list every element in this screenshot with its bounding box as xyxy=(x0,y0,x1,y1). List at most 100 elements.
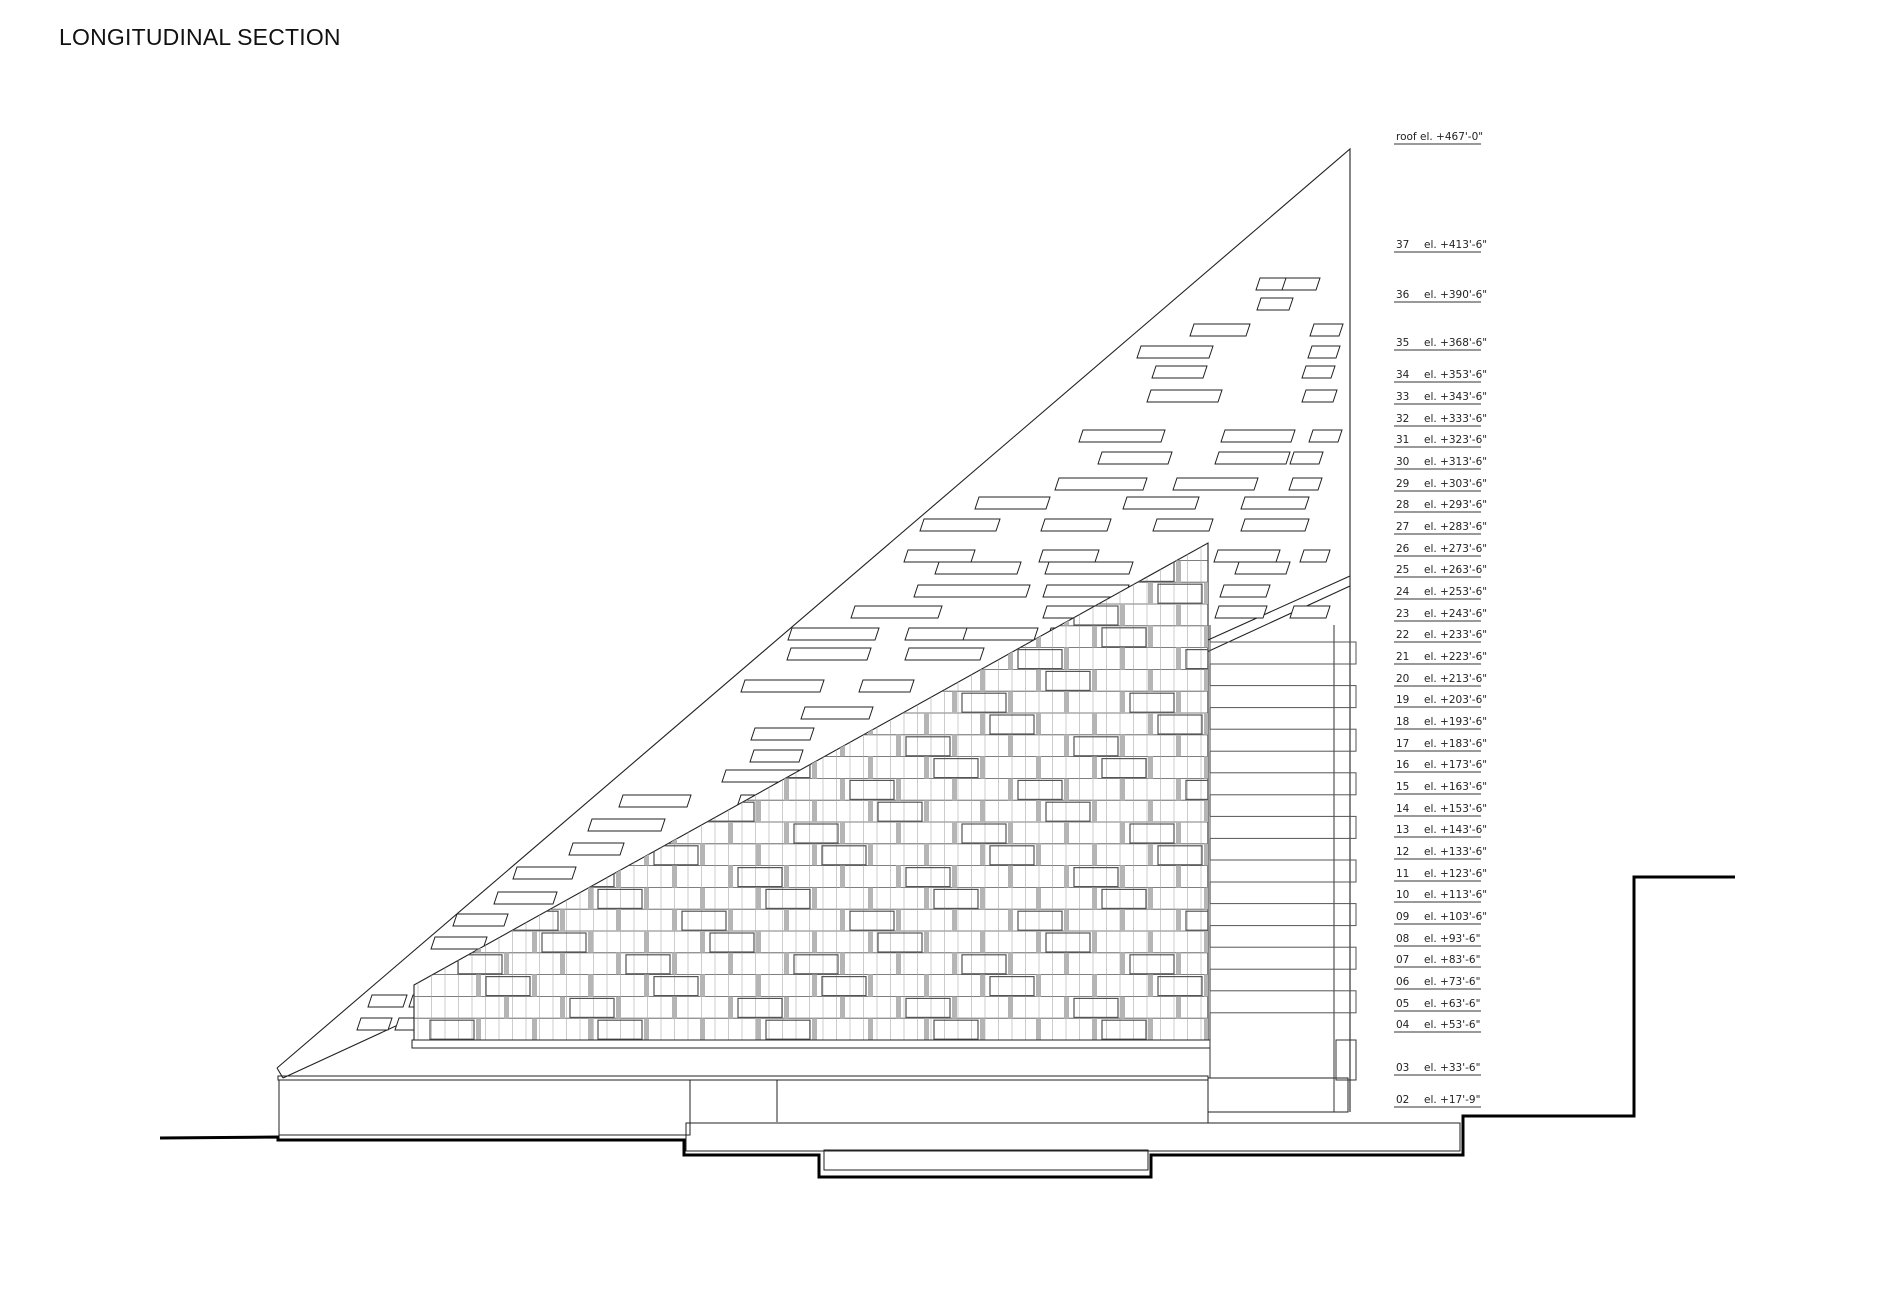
level-elevation: el. +343'-6" xyxy=(1424,391,1487,403)
level-label: 36 el. +390'-6" xyxy=(1394,289,1487,303)
level-number: 36 xyxy=(1396,289,1410,301)
level-elevation: el. +368'-6" xyxy=(1424,337,1487,349)
level-elevation: el. +263'-6" xyxy=(1424,564,1487,576)
level-elevation: el. +183'-6" xyxy=(1424,738,1487,750)
level-label: 33 el. +343'-6" xyxy=(1394,391,1487,405)
level-number: 20 xyxy=(1396,673,1409,685)
drawing-title: LONGITUDINAL SECTION xyxy=(59,24,341,50)
level-number: 23 xyxy=(1396,608,1409,620)
level-label: 03 el. +33'-6" xyxy=(1394,1062,1481,1076)
level-label: 21 el. +223'-6" xyxy=(1394,651,1487,665)
level-elevation: el. +203'-6" xyxy=(1424,694,1487,706)
level-number: 29 xyxy=(1396,478,1409,490)
level-number: 30 xyxy=(1396,456,1409,468)
level-elevation: el. +17'-9" xyxy=(1424,1094,1480,1106)
floor-slabs xyxy=(1209,625,1357,1112)
level-label: 22 el. +233'-6" xyxy=(1394,629,1487,643)
level-number: 22 xyxy=(1396,629,1409,641)
level-elevation: el. +323'-6" xyxy=(1424,434,1487,446)
level-elevation: el. +213'-6" xyxy=(1424,673,1487,685)
level-number: 25 xyxy=(1396,564,1409,576)
level-number: 24 xyxy=(1396,586,1410,598)
level-elevation: el. +303'-6" xyxy=(1424,478,1487,490)
level-elevation: el. +223'-6" xyxy=(1424,651,1487,663)
level-number: 06 xyxy=(1396,976,1410,988)
level-elevation: el. +243'-6" xyxy=(1424,608,1487,620)
level-label: 35 el. +368'-6" xyxy=(1394,337,1487,351)
level-number: 35 xyxy=(1396,337,1409,349)
level-number: 09 xyxy=(1396,911,1409,923)
level-label: 34 el. +353'-6" xyxy=(1394,369,1487,383)
level-number: 31 xyxy=(1396,434,1409,446)
level-number: 33 xyxy=(1396,391,1409,403)
level-label: 10 el. +113'-6" xyxy=(1394,889,1487,903)
level-number: 28 xyxy=(1396,499,1409,511)
level-elevation: el. +283'-6" xyxy=(1424,521,1487,533)
facade xyxy=(411,542,1211,1049)
level-elevation: el. +333'-6" xyxy=(1424,413,1487,425)
level-number: 21 xyxy=(1396,651,1409,663)
level-label: 20 el. +213'-6" xyxy=(1394,673,1487,687)
level-number: 10 xyxy=(1396,889,1409,901)
level-number: 32 xyxy=(1396,413,1409,425)
level-number: 19 xyxy=(1396,694,1409,706)
level-number: 11 xyxy=(1396,868,1409,880)
level-number: 27 xyxy=(1396,521,1409,533)
level-elevation: el. +33'-6" xyxy=(1424,1062,1480,1074)
level-elevation: el. +390'-6" xyxy=(1424,289,1487,301)
level-label: 25 el. +263'-6" xyxy=(1394,564,1487,578)
level-label: 02 el. +17'-9" xyxy=(1394,1094,1481,1108)
level-number: 34 xyxy=(1396,369,1410,381)
level-label: 29 el. +303'-6" xyxy=(1394,478,1487,492)
level-elevation: el. +153'-6" xyxy=(1424,803,1487,815)
level-elevation: el. +163'-6" xyxy=(1424,781,1487,793)
level-label: 08 el. +93'-6" xyxy=(1394,933,1481,947)
level-number: 02 xyxy=(1396,1094,1409,1106)
level-elevation: el. +63'-6" xyxy=(1424,998,1480,1010)
level-number: 04 xyxy=(1396,1019,1410,1031)
level-elevation: el. +173'-6" xyxy=(1424,759,1487,771)
level-elevation: el. +233'-6" xyxy=(1424,629,1487,641)
level-elevation: el. +113'-6" xyxy=(1424,889,1487,901)
level-label: 27 el. +283'-6" xyxy=(1394,521,1487,535)
level-number: 15 xyxy=(1396,781,1409,793)
level-label: 32 el. +333'-6" xyxy=(1394,413,1487,427)
level-number: 07 xyxy=(1396,954,1409,966)
level-number: 26 xyxy=(1396,543,1410,555)
level-label: 13 el. +143'-6" xyxy=(1394,824,1487,838)
level-elevation: el. +273'-6" xyxy=(1424,543,1487,555)
level-elevation: el. +313'-6" xyxy=(1424,456,1487,468)
level-label: 16 el. +173'-6" xyxy=(1394,759,1487,773)
level-elevation: el. +353'-6" xyxy=(1424,369,1487,381)
level-elevation: el. +83'-6" xyxy=(1424,954,1480,966)
level-elevation: el. +193'-6" xyxy=(1424,716,1487,728)
level-elevation: el. +293'-6" xyxy=(1424,499,1487,511)
level-number: 13 xyxy=(1396,824,1409,836)
level-label: 14 el. +153'-6" xyxy=(1394,803,1487,817)
level-label: 07 el. +83'-6" xyxy=(1394,954,1481,968)
level-number: 03 xyxy=(1396,1062,1409,1074)
level-elevation: el. +133'-6" xyxy=(1424,846,1487,858)
level-label: 30 el. +313'-6" xyxy=(1394,456,1487,470)
level-label: 26 el. +273'-6" xyxy=(1394,543,1487,557)
level-elevation: el. +53'-6" xyxy=(1424,1019,1480,1031)
level-label: 15 el. +163'-6" xyxy=(1394,781,1487,795)
level-number: 14 xyxy=(1396,803,1410,815)
level-elevation: el. +143'-6" xyxy=(1424,824,1487,836)
level-elevation: el. +93'-6" xyxy=(1424,933,1480,945)
level-label: 28 el. +293'-6" xyxy=(1394,499,1487,513)
level-label: 04 el. +53'-6" xyxy=(1394,1019,1481,1033)
level-number: 16 xyxy=(1396,759,1410,771)
level-label: 23 el. +243'-6" xyxy=(1394,608,1487,622)
level-number: 08 xyxy=(1396,933,1409,945)
